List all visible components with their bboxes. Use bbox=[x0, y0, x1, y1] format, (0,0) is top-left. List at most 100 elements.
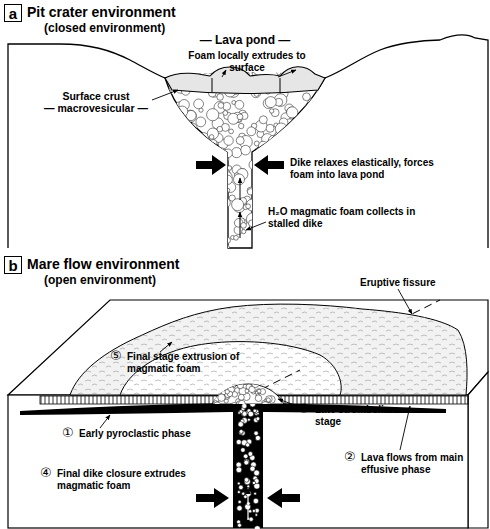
foam-bubble bbox=[163, 166, 169, 172]
foam-bubble bbox=[169, 249, 173, 253]
foam-bubble bbox=[177, 117, 182, 122]
leader-line bbox=[278, 399, 300, 407]
foam-bubble bbox=[246, 204, 251, 209]
foam-bubble bbox=[209, 135, 214, 140]
flow-arrow bbox=[240, 178, 241, 200]
foam-bubble bbox=[290, 241, 297, 248]
panel-heading: Mare flow environment bbox=[27, 256, 277, 272]
foam-bubble bbox=[180, 174, 185, 179]
foam-bubble bbox=[274, 243, 280, 249]
foam-bubble bbox=[283, 170, 290, 177]
feeder-dike bbox=[233, 404, 263, 528]
foam-bubble bbox=[243, 454, 248, 459]
eruptive-fissure bbox=[250, 370, 300, 395]
annotation: Final dike closure extrudes magmatic foa… bbox=[57, 468, 193, 491]
foam-bubble bbox=[250, 466, 255, 471]
annotation: Late strombolian stage bbox=[315, 404, 415, 427]
foam-bubble bbox=[293, 134, 304, 145]
foam-bubble bbox=[247, 189, 253, 195]
foam-bubble bbox=[236, 467, 242, 473]
foam-bubble bbox=[209, 384, 216, 391]
foam-bubble bbox=[281, 237, 287, 243]
foam-bubble bbox=[222, 241, 226, 245]
foam-bubble bbox=[317, 92, 324, 99]
foam-bubble bbox=[302, 243, 312, 253]
foam-bubble bbox=[162, 210, 173, 221]
foam-bubble bbox=[244, 495, 248, 499]
foam-bubble bbox=[210, 140, 217, 147]
foam-bubble bbox=[172, 174, 177, 179]
foam-bubble bbox=[166, 96, 174, 104]
foam-bubble bbox=[227, 166, 232, 171]
foam-bubble bbox=[238, 394, 244, 400]
foam-bubble bbox=[234, 174, 245, 185]
foam-bubble bbox=[249, 517, 253, 521]
foam-bubble bbox=[198, 214, 208, 224]
panel-letter-box: a bbox=[4, 4, 22, 22]
foam-bubble bbox=[184, 203, 189, 208]
foam-bubble bbox=[228, 113, 239, 124]
foam-bubble bbox=[323, 127, 335, 139]
foam-bubble bbox=[179, 234, 188, 243]
foam-bubble bbox=[271, 140, 281, 150]
foam-bubble bbox=[305, 187, 317, 199]
foam-bubble bbox=[166, 225, 174, 233]
foam-bubble bbox=[175, 244, 185, 254]
foam-bubble bbox=[237, 383, 243, 389]
foam-bubble bbox=[304, 119, 312, 127]
flow-arrow bbox=[247, 488, 248, 520]
callout-number: ③ bbox=[298, 402, 316, 417]
foam-bubble bbox=[159, 127, 167, 135]
foam-bubble bbox=[246, 199, 258, 211]
foam-bubble bbox=[158, 158, 169, 169]
foam-bubble bbox=[248, 452, 253, 457]
foam-bubble bbox=[225, 390, 229, 394]
foam-bubble bbox=[324, 111, 332, 119]
foam-bubble bbox=[287, 107, 298, 118]
foam-bubble bbox=[279, 174, 286, 181]
foam-bubble bbox=[263, 246, 272, 255]
foam-bubble bbox=[319, 197, 325, 203]
foam-bubble bbox=[283, 382, 289, 388]
foam-bubble bbox=[223, 175, 232, 184]
foam-bubble bbox=[275, 123, 287, 135]
foam-bubble bbox=[319, 64, 332, 77]
foam-bubble bbox=[188, 123, 198, 133]
foam-bubble bbox=[232, 148, 242, 158]
panel-letter: a bbox=[9, 6, 17, 21]
foam-bubble bbox=[210, 148, 216, 154]
foam-bubble bbox=[239, 123, 244, 128]
foam-bubble bbox=[318, 114, 325, 121]
foam-bubble bbox=[232, 199, 244, 211]
foam-bubble bbox=[171, 219, 179, 227]
crater-wall bbox=[8, 44, 165, 248]
foam-bubble bbox=[258, 198, 267, 207]
foam-bubble bbox=[249, 220, 256, 227]
foam-bubble bbox=[189, 238, 200, 249]
feature-label: — Lava pond — bbox=[175, 34, 315, 48]
foam-bubble bbox=[218, 394, 225, 401]
foam-bubble bbox=[247, 418, 250, 421]
foam-flow-lobe bbox=[70, 304, 467, 395]
foam-bubble bbox=[325, 180, 333, 188]
foam-bubble bbox=[224, 237, 230, 243]
foam-bubble bbox=[216, 211, 225, 220]
foam-bubble bbox=[181, 182, 191, 192]
foam-bubble bbox=[257, 412, 259, 414]
foam-bubble bbox=[189, 209, 201, 221]
annotation: Surface crust bbox=[40, 90, 152, 102]
callout-number: ① bbox=[62, 426, 80, 441]
foam-bubble bbox=[252, 481, 255, 484]
foam-bubble bbox=[326, 109, 332, 115]
foam-bubble bbox=[253, 498, 258, 503]
foam-bubble bbox=[166, 202, 174, 210]
callout-number: ④ bbox=[40, 466, 58, 481]
foam-bubble bbox=[270, 109, 274, 113]
foam-bubble bbox=[318, 181, 322, 185]
foam-bubble bbox=[157, 86, 164, 93]
annotation: Final stage extrusion of magmatic foam bbox=[127, 351, 257, 374]
foam-bubble bbox=[257, 237, 264, 244]
leader-line bbox=[398, 289, 412, 314]
foam-bubble bbox=[184, 195, 190, 201]
